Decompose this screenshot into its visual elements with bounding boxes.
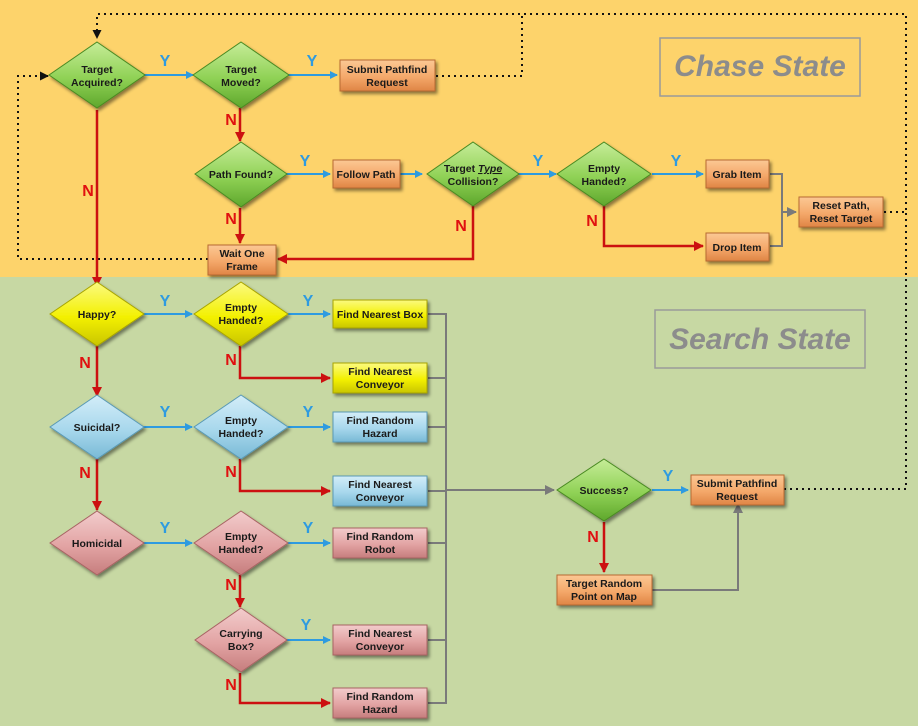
svg-text:Homicidal: Homicidal [72,538,122,550]
svg-text:Target Type: Target Type [444,163,503,175]
svg-text:Y: Y [160,293,171,310]
svg-text:Y: Y [671,153,682,170]
decision-suicidal: Suicidal? [49,394,145,460]
svg-text:Find Nearest Box: Find Nearest Box [337,309,424,321]
search-state-title: Search State [654,309,866,369]
svg-text:Path Found?: Path Found? [209,169,273,181]
svg-text:Follow Path: Follow Path [337,169,396,181]
svg-text:N: N [586,213,598,230]
svg-text:N: N [79,465,91,482]
svg-text:Y: Y [160,520,171,537]
action-follow-path: Follow Path [332,159,401,189]
svg-text:Y: Y [533,153,544,170]
search-connectors [92,310,743,708]
svg-text:N: N [225,112,237,129]
svg-text:N: N [225,352,237,369]
svg-text:N: N [79,355,91,372]
svg-text:Collision?: Collision? [448,176,499,188]
action-reset-path-target: Reset Path,Reset Target [798,196,884,228]
chase-state-region [0,0,918,277]
svg-text:Reset Path,Reset Target: Reset Path,Reset Target [810,200,873,225]
svg-text:N: N [82,183,94,200]
svg-text:N: N [225,577,237,594]
svg-text:Y: Y [160,404,171,421]
decision-homicidal: Homicidal [49,510,145,576]
svg-text:Search State: Search State [669,323,851,356]
chase-connectors [92,71,797,287]
decision-success: Success? [556,458,652,522]
svg-text:Y: Y [303,520,314,537]
svg-text:N: N [455,218,467,235]
svg-text:N: N [225,464,237,481]
decision-happy: Happy? [49,281,145,347]
svg-text:Drop Item: Drop Item [712,242,761,254]
action-drop-item: Drop Item [705,232,770,262]
decision-target-type-collision: Target Type Collision? [426,141,520,207]
svg-text:Y: Y [301,617,312,634]
svg-text:N: N [587,529,599,546]
svg-text:Y: Y [160,53,171,70]
svg-text:Y: Y [307,53,318,70]
dotted-loop-connectors [17,13,907,490]
branch-labels: Y Y N N Y Y Y N N N Y Y N N Y Y N N Y Y … [79,53,681,694]
svg-text:Happy?: Happy? [78,309,117,321]
svg-text:Y: Y [663,468,674,485]
svg-text:Y: Y [300,153,311,170]
svg-text:N: N [225,211,237,228]
action-grab-item: Grab Item [705,159,770,189]
svg-text:Y: Y [303,404,314,421]
svg-text:Chase State: Chase State [674,50,846,83]
svg-text:Y: Y [303,293,314,310]
chase-state-title: Chase State [659,37,861,97]
svg-text:Grab Item: Grab Item [712,169,761,181]
svg-text:N: N [225,677,237,694]
svg-text:Success?: Success? [579,485,628,497]
decision-path-found: Path Found? [194,141,288,208]
action-find-nearest-box: Find Nearest Box [332,299,428,329]
svg-text:Suicidal?: Suicidal? [74,422,121,434]
